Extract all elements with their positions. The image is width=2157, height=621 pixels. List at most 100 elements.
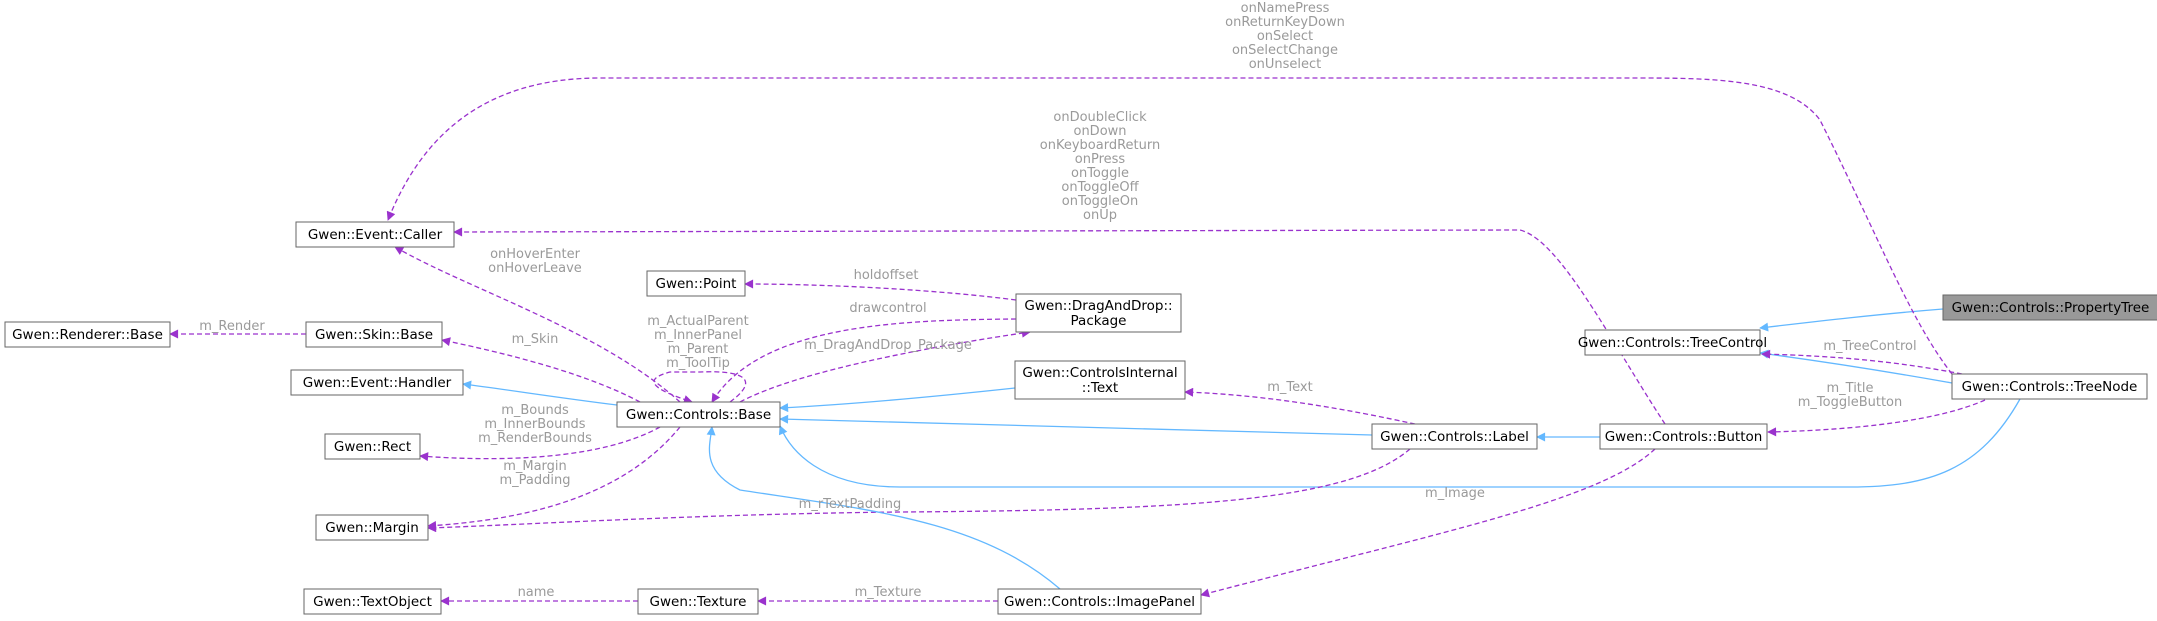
- edge-controls-base-to-event-handler: [462, 380, 618, 406]
- edge-label: name: [518, 585, 555, 600]
- class-node-dnd-package[interactable]: Gwen::DragAndDrop::Package: [1015, 293, 1182, 333]
- edge-label: onHoverLeave: [488, 261, 582, 276]
- class-node-box: [305, 321, 443, 348]
- edge-label: m_Image: [1425, 486, 1485, 501]
- class-node-box: [637, 588, 759, 615]
- edge-controls-base-to-dnd-package: [739, 328, 1031, 403]
- edge-label: m_Texture: [855, 585, 922, 600]
- edge-label: m_ActualParent: [647, 314, 749, 329]
- class-node-box: [997, 588, 1202, 615]
- edge-label: m_Text: [1267, 380, 1312, 395]
- class-node-label: Gwen::Controls::Button: [1605, 429, 1763, 445]
- class-node-tree-node[interactable]: Gwen::Controls::TreeNode: [1951, 373, 2148, 400]
- class-node-tree-control[interactable]: Gwen::Controls::TreeControl: [1578, 329, 1767, 356]
- edge-tree-node-to-tree-control: [1759, 349, 1953, 384]
- class-node-box: [616, 401, 781, 428]
- edge-label: onKeyboardReturn: [1040, 138, 1160, 153]
- edge-label: onDoubleClick: [1053, 110, 1147, 125]
- edge-label: holdoffset: [854, 268, 919, 283]
- edge-label-to-controls-base: [779, 414, 1373, 436]
- edge-label: m_Render: [199, 319, 265, 334]
- edge-controls-base-to-skin-base: [441, 337, 641, 403]
- edge-label: m_Bounds: [501, 403, 569, 418]
- class-node-label: Gwen::Controls::ImagePanel: [1004, 594, 1195, 610]
- edge-dnd-package-to-point: [744, 279, 1017, 301]
- class-node-image-panel[interactable]: Gwen::Controls::ImagePanel: [997, 588, 1202, 615]
- class-node-label[interactable]: Gwen::Controls::Label: [1371, 423, 1538, 450]
- edge-label: m_TreeControl: [1823, 339, 1916, 354]
- class-node-button[interactable]: Gwen::Controls::Button: [1599, 423, 1768, 450]
- edge-label: onDown: [1073, 124, 1126, 139]
- edge-tree-node-to-button: [1767, 399, 1986, 437]
- edge-label: m_ToggleButton: [1798, 395, 1903, 410]
- edge-label: m_Skin: [512, 332, 559, 347]
- class-node-skin-base[interactable]: Gwen::Skin::Base: [305, 321, 443, 348]
- edge-label: onUp: [1083, 208, 1117, 223]
- class-node-event-handler[interactable]: Gwen::Event::Handler: [290, 369, 464, 396]
- edge-label: m_rTextPadding: [799, 497, 902, 512]
- class-node-texture[interactable]: Gwen::Texture: [637, 588, 759, 615]
- class-node-box: [1014, 360, 1186, 400]
- class-node-text-object[interactable]: Gwen::TextObject: [303, 588, 442, 615]
- class-node-label: Gwen::ControlsInternal: [1022, 365, 1177, 381]
- class-node-event-caller[interactable]: Gwen::Event::Caller: [295, 221, 455, 248]
- class-node-box: [1584, 329, 1761, 356]
- edge-label-to-margin: [427, 448, 1411, 533]
- edge-label: m_Padding: [500, 473, 571, 488]
- class-node-box: [324, 433, 421, 460]
- edge-button-to-image-panel: [1200, 448, 1656, 598]
- class-node-label: Gwen::Point: [656, 276, 737, 292]
- class-node-label: Gwen::DragAndDrop::: [1024, 298, 1172, 314]
- edge-label: m_Title: [1826, 381, 1873, 396]
- class-node-controls-base[interactable]: Gwen::Controls::Base: [616, 401, 781, 428]
- edge-label: m_InnerPanel: [654, 328, 742, 343]
- class-node-box: [290, 369, 464, 396]
- class-node-label: Gwen::Controls::Base: [626, 407, 771, 423]
- edge-label: onUnselect: [1249, 57, 1322, 72]
- class-node-label: Gwen::Event::Caller: [308, 227, 443, 243]
- class-node-box: [4, 321, 171, 348]
- class-node-box: [315, 514, 429, 541]
- edge-label: m_InnerBounds: [484, 417, 585, 432]
- edge-controls-base-to-event-caller: [394, 246, 681, 403]
- edge-controls-base-to-controls-base: [653, 371, 747, 404]
- edge-ci-text-to-controls-base: [779, 387, 1016, 413]
- class-node-label: Gwen::Event::Handler: [303, 375, 452, 391]
- edge-label: m_RenderBounds: [478, 431, 592, 446]
- class-node-label: ::Text: [1082, 380, 1118, 396]
- class-node-label: Gwen::Skin::Base: [315, 327, 433, 343]
- class-node-box: [1015, 293, 1182, 333]
- class-node-label: Gwen::Renderer::Base: [12, 327, 163, 343]
- edge-dnd-package-to-controls-base: [711, 318, 1017, 403]
- edge-label: onToggleOn: [1062, 194, 1138, 209]
- class-node-label: Gwen::Texture: [650, 594, 747, 610]
- edge-image-panel-to-controls-base: [706, 426, 1061, 590]
- edge-label-to-ci-text: [1184, 387, 1416, 425]
- edge-label: onSelect: [1257, 29, 1313, 44]
- class-node-margin[interactable]: Gwen::Margin: [315, 514, 429, 541]
- class-node-box: [1599, 423, 1768, 450]
- edge-label: onNamePress: [1241, 1, 1330, 16]
- class-node-label: Gwen::Controls::Label: [1380, 429, 1529, 445]
- class-node-box: [1951, 373, 2148, 400]
- class-node-label: Gwen::Controls::PropertyTree: [1952, 300, 2150, 316]
- edge-label: onPress: [1075, 152, 1126, 167]
- edge-label: onToggleOff: [1061, 180, 1139, 195]
- class-node-box: [646, 270, 746, 297]
- class-node-renderer-base[interactable]: Gwen::Renderer::Base: [4, 321, 171, 348]
- edge-property-tree-to-tree-control: [1759, 308, 1944, 332]
- class-node-label: Package: [1071, 313, 1127, 329]
- class-node-box: [303, 588, 442, 615]
- class-node-rect[interactable]: Gwen::Rect: [324, 433, 421, 460]
- class-node-box: [295, 221, 455, 248]
- class-node-ci-text[interactable]: Gwen::ControlsInternal::Text: [1014, 360, 1186, 400]
- edge-label: m_DragAndDrop_Package: [804, 338, 972, 353]
- class-node-box: [1942, 294, 2157, 321]
- edge-label: onHoverEnter: [490, 247, 581, 262]
- class-node-point[interactable]: Gwen::Point: [646, 270, 746, 297]
- edge-button-to-event-caller: [453, 227, 1666, 425]
- edge-label: onToggle: [1071, 166, 1129, 181]
- edge-label: m_ToolTip: [666, 356, 730, 371]
